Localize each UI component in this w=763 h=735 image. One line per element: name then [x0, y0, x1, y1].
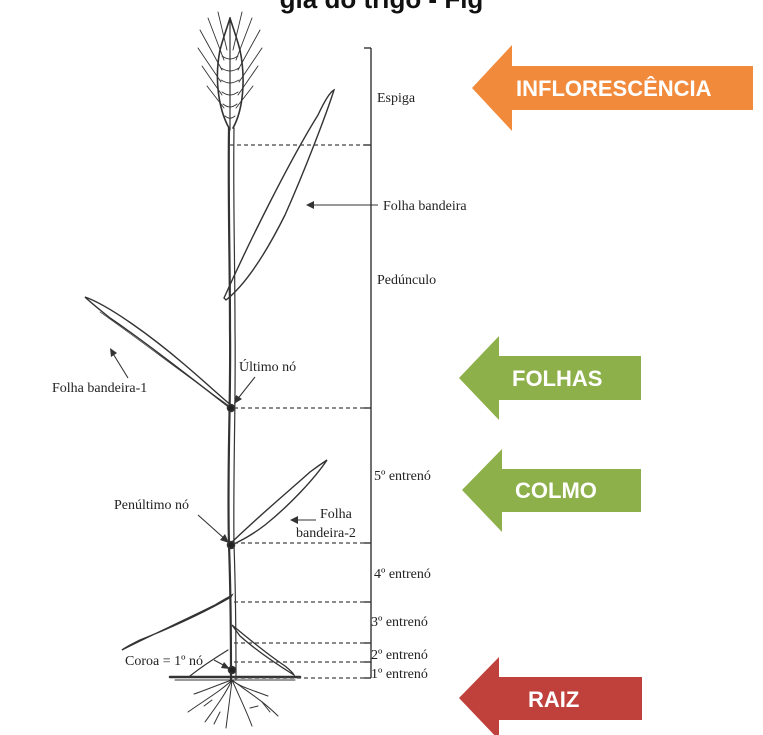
label-4-entreno: 4º entrenó — [374, 567, 431, 582]
arrow-raiz-label: RAIZ — [528, 687, 579, 712]
ear-spike — [198, 12, 262, 130]
label-ultimo-no: Último nó — [239, 358, 296, 375]
label-folha-bandeira-2-b: bandeira-2 — [296, 526, 356, 541]
label-penultimo-no: Penúltimo nó — [114, 498, 189, 513]
node-crown — [229, 667, 236, 674]
label-pedunculo: Pedúnculo — [377, 273, 436, 288]
section-lines — [230, 145, 364, 678]
arrow-folhas: FOLHAS — [459, 336, 641, 420]
label-folha-bandeira: Folha bandeira — [383, 199, 467, 214]
label-2-entreno: 2º entrenó — [371, 648, 428, 663]
arrow-colmo-label: COLMO — [515, 478, 597, 503]
label-folha-bandeira-2-a: Folha — [320, 507, 353, 522]
node-last — [228, 405, 235, 412]
arrow-inflorescencia-label: INFLORESCÊNCIA — [516, 76, 712, 101]
roots — [188, 680, 278, 728]
lower-leaf-left — [122, 595, 232, 650]
lower-leaf-right — [232, 625, 294, 675]
scale-bar — [364, 48, 371, 678]
label-espiga: Espiga — [377, 91, 416, 106]
arrow-folhas-label: FOLHAS — [512, 366, 602, 391]
pointer-lines — [110, 201, 378, 669]
arrow-colmo: COLMO — [462, 449, 641, 532]
label-1-entreno: 1º entrenó — [371, 667, 428, 682]
wheat-plant — [85, 12, 334, 728]
label-coroa: Coroa = 1º nó — [125, 654, 203, 669]
arrow-raiz: RAIZ — [459, 657, 642, 735]
label-5-entreno: 5º entrenó — [374, 469, 431, 484]
arrow-inflorescencia: INFLORESCÊNCIA — [472, 45, 753, 131]
label-folha-bandeira-1: Folha bandeira-1 — [52, 381, 147, 396]
label-3-entreno: 3º entrenó — [371, 615, 428, 630]
flag-leaf — [224, 90, 334, 300]
